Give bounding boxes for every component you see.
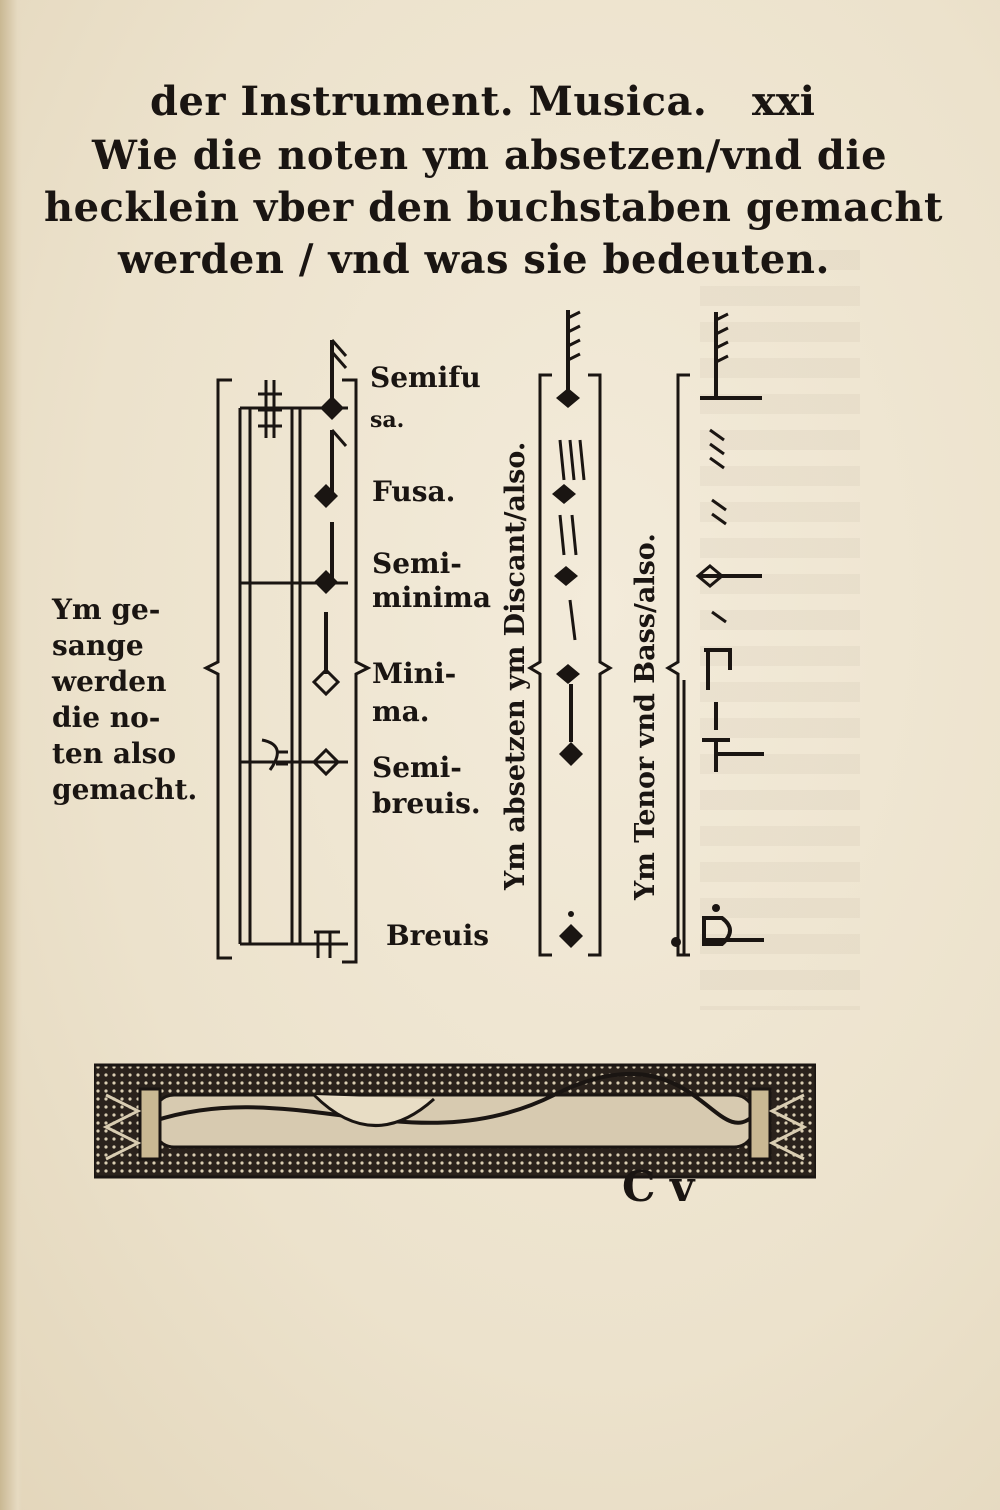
label-semiminima-1: Semi- <box>372 547 462 580</box>
label-semifusa-2: sa. <box>370 407 405 433</box>
left-caption-line: gemacht. <box>52 773 198 806</box>
heading-line-2: hecklein vber den buchstaben gemacht <box>44 184 943 231</box>
right-bracket <box>342 378 372 964</box>
left-caption: Ym ge- sange werden die no- ten also gem… <box>52 592 197 808</box>
left-caption-line: werden <box>52 665 167 698</box>
folio-number: xxi <box>752 78 815 125</box>
heading-line-3: werden / vnd was sie bedeuten. <box>118 236 830 283</box>
label-semibreuis-1: Semi- <box>372 751 462 784</box>
label-fusa: Fusa. <box>372 475 456 508</box>
signature-mark: C v <box>622 1162 695 1211</box>
label-breuis: Breuis <box>386 919 489 952</box>
label-minima-1: Mini- <box>372 657 457 690</box>
left-caption-line: die no- <box>52 701 161 734</box>
show-through-text <box>700 250 860 1010</box>
caption-discant: Ym absetzen ym Discant/also. <box>500 441 531 890</box>
left-caption-line: sange <box>52 629 144 662</box>
running-title: der Instrument. Musica. <box>150 78 708 125</box>
caption-tenor-bass: Ym Tenor vnd Bass/also. <box>630 533 661 900</box>
page-spine-shadow <box>0 0 22 1510</box>
discant-left-bracket <box>527 373 552 957</box>
woodcut-ornament <box>94 1063 816 1179</box>
discant-right-bracket <box>588 373 613 957</box>
label-semifusa-1: Semifu <box>370 361 481 394</box>
left-bracket <box>202 378 232 960</box>
heading-line-1: Wie die noten ym absetzen/vnd die <box>92 132 888 179</box>
label-minima-2: ma. <box>372 695 430 728</box>
label-semiminima-2: minima <box>372 581 492 614</box>
left-caption-line: ten also <box>52 737 177 770</box>
label-semibreuis-2: breuis. <box>372 787 481 820</box>
left-caption-line: Ym ge- <box>52 593 161 626</box>
tenor-left-bracket <box>665 373 690 957</box>
